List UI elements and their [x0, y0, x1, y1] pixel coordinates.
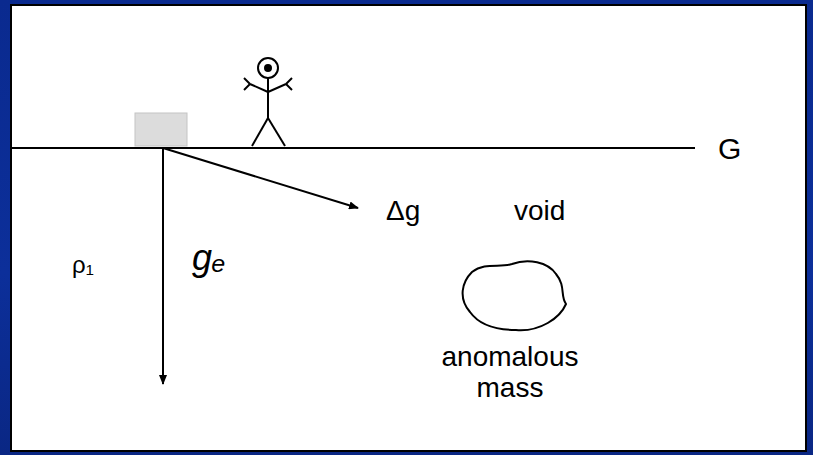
gravity-vector — [162, 148, 164, 384]
anomaly-label: Δg — [386, 196, 420, 227]
anomaly-vector — [163, 148, 358, 208]
stick-figure — [244, 58, 292, 146]
diagram-panel — [10, 4, 807, 452]
mass-label: anomalous mass — [430, 342, 590, 404]
ground-line — [12, 147, 695, 149]
anomalous-body — [463, 261, 566, 330]
void-label: void — [514, 196, 565, 227]
ground-label: G — [718, 132, 741, 165]
density-label: ρ₁ — [72, 252, 94, 278]
gravity-label: gₑ — [192, 238, 226, 278]
gravimeter — [135, 113, 187, 146]
